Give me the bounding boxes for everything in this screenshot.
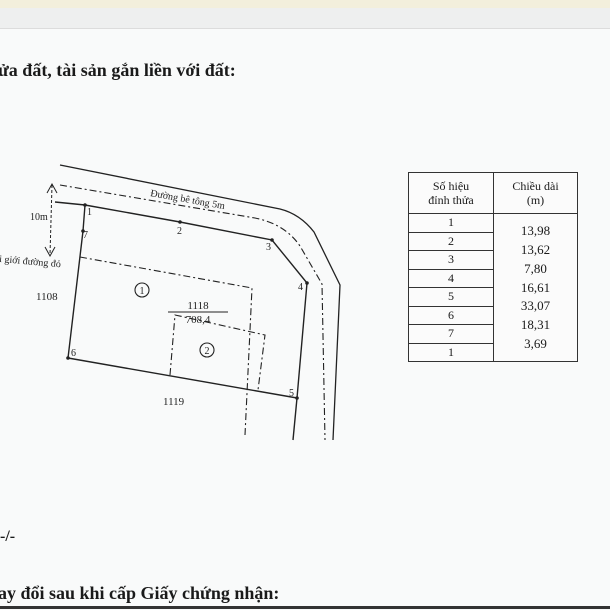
road-label: Đường bê tông 5m	[149, 188, 225, 212]
length-cell: 7,80	[524, 261, 547, 276]
zone-2-label: 2	[205, 346, 210, 357]
parcel-number: 1118	[187, 300, 209, 312]
vertex-4: 4	[298, 282, 303, 293]
length-cell: 13,62	[520, 242, 551, 257]
neighbor-south: 1119	[163, 396, 185, 408]
road-centerline	[59, 184, 326, 441]
red-line-boundary	[79, 256, 253, 436]
zone-2-circle	[199, 342, 215, 358]
neighbor-west: 1108	[36, 291, 58, 303]
vertex-3: 3	[266, 242, 271, 253]
point-cell: 2	[408, 231, 494, 251]
red-line-label: i giới đường đỏ	[0, 254, 61, 270]
vertex-7: 7	[83, 230, 88, 241]
top-edge	[0, 0, 610, 8]
length-cell: 3,69	[524, 336, 547, 351]
length-cell: 13,98	[520, 223, 551, 238]
zone-1-circle	[134, 282, 150, 298]
section-heading: ửa đất, tài sản gắn liền với đất:	[0, 60, 236, 80]
length-column: 13,98 13,62 7,80 16,61 33,07 18,31 3,69	[493, 213, 578, 362]
length-cell: 33,07	[520, 298, 551, 313]
divider	[0, 606, 610, 609]
point-cell: 1	[408, 342, 494, 362]
setback-label: 10m	[30, 212, 48, 223]
road-edge-inner	[292, 397, 298, 441]
setback-dimension	[49, 184, 53, 256]
point-cell: 5	[408, 287, 494, 307]
point-cell: 3	[408, 250, 494, 270]
page-header-band	[0, 8, 610, 29]
zone-1-label: 1	[140, 286, 145, 297]
point-cell: 7	[408, 324, 494, 344]
arrow-up-icon	[46, 182, 58, 194]
point-cell: 6	[408, 305, 494, 325]
length-cell: 16,61	[520, 280, 551, 295]
no-change-mark: -/-	[0, 528, 16, 545]
zone-2-outline	[169, 314, 266, 391]
arrow-down-icon	[44, 246, 56, 258]
vertex-2: 2	[177, 226, 182, 237]
changes-heading: ay đổi sau khi cấp Giấy chứng nhận:	[0, 583, 280, 603]
parcel-area: 708,4	[186, 314, 211, 326]
road-edge-outer	[59, 164, 341, 441]
point-cell: 1	[408, 213, 494, 233]
header-length: Chiều dài(m)	[493, 172, 578, 214]
vertex-1: 1	[87, 207, 92, 218]
vertex-6: 6	[71, 348, 76, 359]
point-cell: 4	[408, 268, 494, 288]
length-cell: 18,31	[520, 317, 551, 332]
vertex-5: 5	[289, 388, 294, 399]
